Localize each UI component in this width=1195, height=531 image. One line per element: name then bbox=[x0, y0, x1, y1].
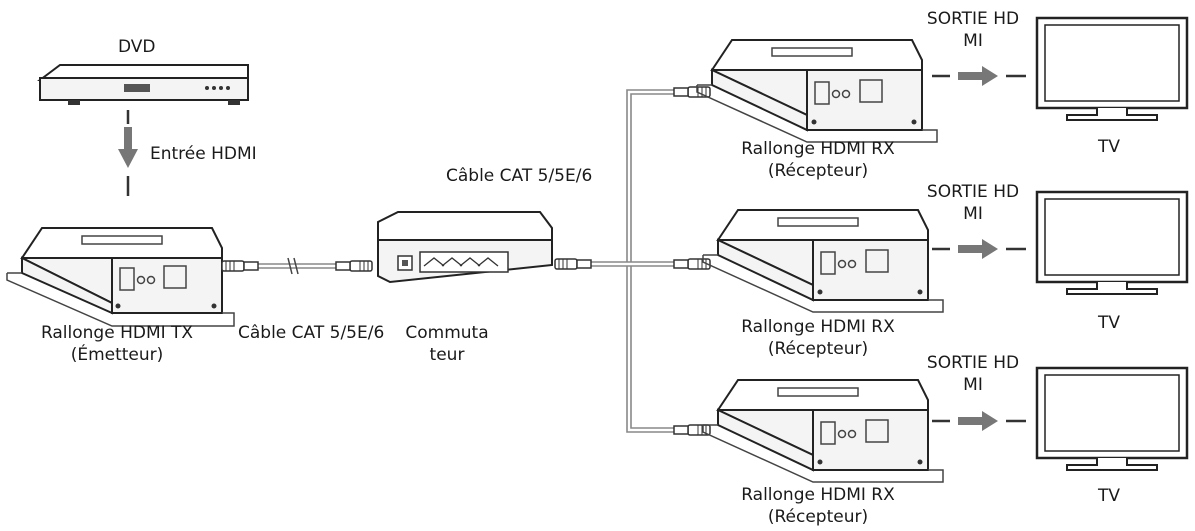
tv-label-1: TV bbox=[1098, 137, 1121, 157]
rx-label-1-line2: (Récepteur) bbox=[767, 161, 869, 181]
hdmi-output-arrow-2 bbox=[930, 237, 1028, 261]
tv-3 bbox=[1035, 366, 1189, 472]
rx-label-2: Rallonge HDMI RX (Récepteur) bbox=[708, 316, 928, 360]
network-switch bbox=[377, 211, 553, 284]
tv-2 bbox=[1035, 190, 1189, 296]
rx-label-3: Rallonge HDMI RX (Récepteur) bbox=[708, 484, 928, 528]
cable-label-switch-rx: Câble CAT 5/5E/6 bbox=[446, 166, 593, 186]
rx-label-1-line1: Rallonge HDMI RX bbox=[741, 139, 895, 159]
output-label-1-line2: MI bbox=[963, 31, 983, 51]
hdmi-output-arrow-3 bbox=[930, 409, 1028, 433]
hdmi-rx-unit-3 bbox=[702, 379, 944, 483]
output-label-1: SORTIE HD MI bbox=[918, 8, 1028, 52]
hdmi-rx-unit-1 bbox=[696, 39, 938, 143]
dvd-player bbox=[36, 64, 249, 105]
cable-switch-rx bbox=[554, 86, 711, 436]
switch-label-line1: Commuta bbox=[405, 323, 489, 343]
rx-label-2-line2: (Récepteur) bbox=[767, 339, 869, 359]
rx-label-2-line1: Rallonge HDMI RX bbox=[741, 317, 895, 337]
hdmi-tx-unit bbox=[6, 227, 235, 327]
dvd-label: DVD bbox=[118, 37, 156, 57]
rx-label-1: Rallonge HDMI RX (Récepteur) bbox=[708, 138, 928, 182]
hdmi-output-arrow-1 bbox=[930, 64, 1028, 88]
cable-tx-switch bbox=[221, 257, 373, 275]
output-label-3: SORTIE HD MI bbox=[918, 352, 1028, 396]
tv-label-3: TV bbox=[1098, 486, 1121, 506]
hdmi-input-arrow bbox=[118, 110, 138, 196]
output-label-3-line1: SORTIE HD bbox=[926, 353, 1020, 373]
tx-label: Rallonge HDMI TX (Émetteur) bbox=[2, 322, 232, 366]
hdmi-rx-unit-2 bbox=[702, 209, 944, 313]
tv-label-2: TV bbox=[1098, 313, 1121, 333]
rx-label-3-line1: Rallonge HDMI RX bbox=[741, 485, 895, 505]
output-label-2-line1: SORTIE HD bbox=[926, 182, 1020, 202]
switch-label: Commuta teur bbox=[402, 322, 492, 366]
hdmi-input-label: Entrée HDMI bbox=[150, 144, 257, 164]
output-label-2-line2: MI bbox=[963, 204, 983, 224]
rx-label-3-line2: (Récepteur) bbox=[767, 507, 869, 527]
cable-label-tx-switch: Câble CAT 5/5E/6 bbox=[238, 323, 385, 343]
tx-label-line2: (Émetteur) bbox=[70, 345, 164, 365]
output-label-2: SORTIE HD MI bbox=[918, 181, 1028, 225]
output-label-3-line2: MI bbox=[963, 375, 983, 395]
tx-label-line1: Rallonge HDMI TX bbox=[40, 323, 194, 343]
output-label-1-line1: SORTIE HD bbox=[926, 9, 1020, 29]
tv-1 bbox=[1035, 16, 1189, 122]
switch-label-line2: teur bbox=[429, 345, 465, 365]
